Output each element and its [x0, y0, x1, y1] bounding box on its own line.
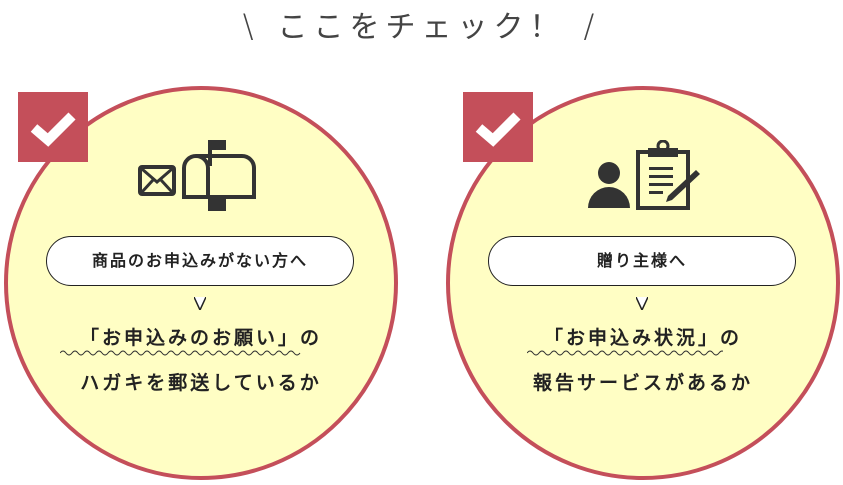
person-clipboard-icon	[588, 139, 703, 214]
bubble-text: 商品のお申込みがない方へ	[91, 251, 308, 270]
checkbox-icon	[463, 92, 533, 162]
bubble-text: 贈り主様へ	[596, 251, 687, 270]
check-point-line2: 報告サービスがあるか	[532, 372, 753, 394]
wavy-underline	[60, 350, 301, 356]
section-title: \ ここをチェック！ /	[0, 2, 843, 46]
title-text: ここをチェック！	[277, 10, 566, 45]
target-bubble: 贈り主様へ	[488, 236, 796, 310]
mailbox-icon	[138, 140, 258, 216]
title-left-slash: \	[242, 7, 260, 45]
wavy-underline	[527, 350, 723, 356]
check-point-line2: ハガキを郵送しているか	[80, 372, 322, 394]
pen-icon	[666, 170, 700, 202]
target-bubble: 商品のお申込みがない方へ	[46, 236, 354, 310]
checkbox-icon	[18, 92, 88, 162]
title-right-slash: /	[583, 7, 601, 45]
clipboard-icon	[636, 139, 700, 210]
check-point-line1: 「お申込みのお願い」の	[79, 327, 322, 349]
person-icon	[588, 162, 630, 208]
envelope-icon	[138, 165, 176, 196]
check-point-line1: 「お申込み状況」の	[543, 327, 742, 349]
